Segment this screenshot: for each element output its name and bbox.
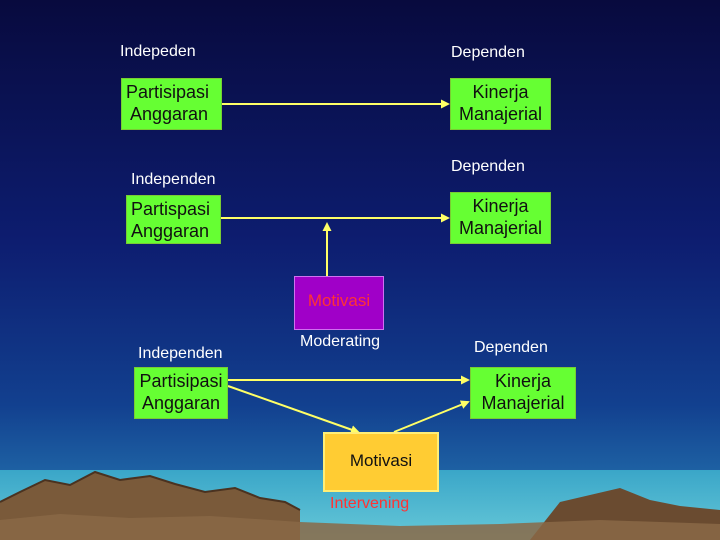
- s1-right-box-line2: Manajerial: [455, 103, 546, 125]
- s3-motivasi-intervening-box: Motivasi: [323, 432, 439, 492]
- s2-motivasi-moderator-box: Motivasi: [294, 276, 384, 330]
- s3-right-box-line1: Kinerja: [475, 370, 571, 392]
- s3-dependent-heading: Dependen: [474, 340, 548, 356]
- s2-kinerja-manajerial-box: Kinerja Manajerial: [450, 192, 551, 244]
- s3-right-box-line2: Manajerial: [475, 392, 571, 414]
- s2-partispasi-anggaran-box: Partispasi Anggaran: [126, 195, 221, 244]
- s2-right-box-line1: Kinerja: [455, 195, 546, 217]
- s3-partisipasi-anggaran-box: Partisipasi Anggaran: [134, 367, 228, 419]
- s3-left-box-line1: Partisipasi: [139, 370, 223, 392]
- s3-motivasi-label: Motivasi: [325, 451, 437, 471]
- s1-left-box-line1: Partisipasi: [126, 81, 217, 103]
- arrow-s3-partisipasi-to-motivasi: [228, 386, 358, 432]
- s3-intervening-label: Intervening: [330, 496, 409, 512]
- s1-left-box-line2: Anggaran: [126, 103, 217, 125]
- s2-left-box-line2: Anggaran: [131, 220, 216, 242]
- s2-right-box-line2: Manajerial: [455, 217, 546, 239]
- s1-independent-heading: Indepeden: [120, 44, 196, 60]
- s1-partisipasi-anggaran-box: Partisipasi Anggaran: [121, 78, 222, 130]
- s1-right-box-line1: Kinerja: [455, 81, 546, 103]
- s3-kinerja-manajerial-box: Kinerja Manajerial: [470, 367, 576, 419]
- s3-independent-heading: Independen: [138, 346, 223, 362]
- s1-dependent-heading: Dependen: [451, 45, 525, 61]
- s2-motivasi-label: Motivasi: [295, 291, 383, 311]
- s2-moderating-label: Moderating: [300, 334, 380, 350]
- s3-left-box-line2: Anggaran: [139, 392, 223, 414]
- s2-left-box-line1: Partispasi: [131, 198, 216, 220]
- s2-dependent-heading: Dependen: [451, 159, 525, 175]
- s1-kinerja-manajerial-box: Kinerja Manajerial: [450, 78, 551, 130]
- arrow-s3-motivasi-to-kinerja: [394, 402, 468, 432]
- s2-independent-heading: Independen: [131, 172, 216, 188]
